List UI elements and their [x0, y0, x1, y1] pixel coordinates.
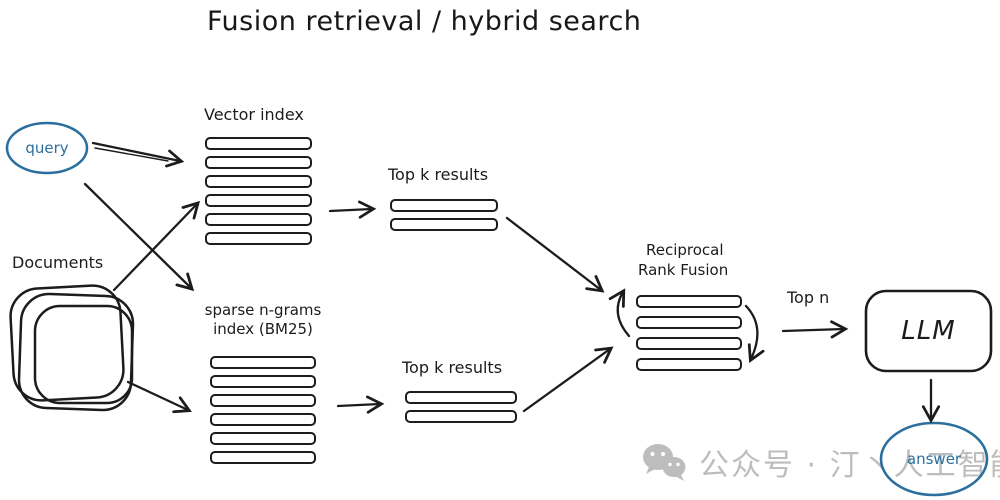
- watermark: 公众号 · 汀丶人工智能: [641, 440, 1000, 484]
- top-k-results-upper-label: Top k results: [388, 165, 489, 184]
- index-bar: [205, 156, 312, 169]
- sparse-index-label: sparse n-grams index (BM25): [196, 301, 330, 339]
- index-bar: [210, 394, 316, 407]
- rrf-rerank-curve-left: [608, 288, 631, 338]
- documents-stack-icon: [9, 284, 135, 412]
- page-title: Fusion retrieval / hybrid search: [207, 6, 642, 37]
- query-node-label: query: [25, 139, 69, 157]
- sparse-index-label-line2: index (BM25): [213, 319, 313, 338]
- arrow-documents-to-vector-index: [112, 200, 201, 292]
- top-k-results-lower-label: Top k results: [402, 358, 503, 377]
- arrow-vector-index-to-topk-upper: [328, 200, 377, 219]
- rrf-label-line2: Rank Fusion: [638, 260, 729, 279]
- rrf-label-line1: Reciprocal: [646, 241, 724, 259]
- index-bar: [405, 391, 517, 404]
- top-n-label: Top n: [787, 288, 830, 307]
- watermark-text: 公众号 · 汀丶人工智能: [699, 448, 1000, 483]
- index-bar: [210, 432, 316, 445]
- index-bar: [205, 213, 312, 226]
- arrow-query-to-sparse-index: [83, 182, 195, 292]
- index-bar: [205, 194, 312, 207]
- reciprocal-rank-fusion-label: Reciprocal Rank Fusion: [638, 241, 728, 280]
- query-oval: [5, 121, 89, 175]
- index-bar: [636, 337, 742, 350]
- index-bar: [205, 137, 312, 150]
- index-bar: [210, 413, 316, 426]
- llm-box: [864, 289, 993, 373]
- index-bar: [390, 218, 498, 231]
- arrow-sparse-index-to-topk-lower: [336, 395, 385, 414]
- arrow-query-to-vector-index-sketchline: [94, 147, 169, 162]
- index-bar: [210, 356, 316, 369]
- arrow-rrf-to-llm-top-n: [781, 320, 849, 339]
- index-bar: [205, 232, 312, 245]
- index-bar: [390, 199, 498, 212]
- sparse-index-label-line1: sparse n-grams: [204, 301, 322, 319]
- index-bar: [210, 375, 316, 388]
- arrow-topk-lower-to-rrf: [522, 346, 614, 413]
- wechat-icon: [643, 444, 686, 481]
- answer-node-label: answer: [906, 450, 962, 468]
- vector-index-stack: [205, 137, 312, 245]
- index-bar: [636, 358, 742, 371]
- top-k-results-upper-stack: [390, 199, 498, 231]
- index-bar: [405, 410, 517, 423]
- index-bar: [205, 175, 312, 188]
- arrow-topk-upper-to-rrf: [505, 216, 605, 293]
- llm-node-label: LLM: [901, 316, 956, 346]
- reciprocal-rank-fusion-stack: [636, 295, 742, 371]
- arrow-documents-to-sparse-index: [126, 380, 192, 414]
- sparse-index-stack: [210, 356, 316, 464]
- rrf-rerank-curve-right: [744, 304, 765, 363]
- index-bar: [210, 451, 316, 464]
- documents-label: Documents: [12, 253, 104, 272]
- top-k-results-lower-stack: [405, 391, 517, 423]
- vector-index-label: Vector index: [204, 105, 304, 124]
- index-bar: [636, 295, 742, 308]
- index-bar: [636, 316, 742, 329]
- arrow-query-to-vector-index: [91, 141, 185, 168]
